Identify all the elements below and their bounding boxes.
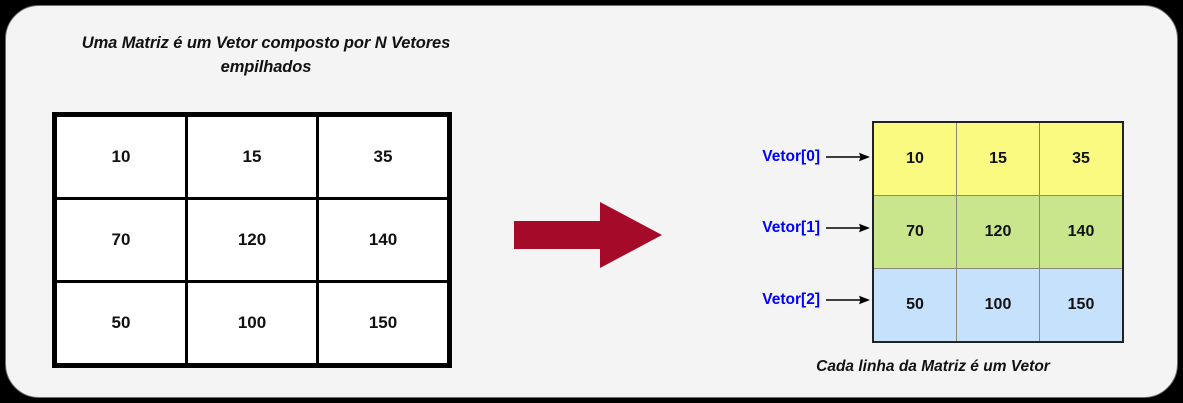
long-right-arrow-icon bbox=[826, 224, 870, 233]
matrix-cell: 140 bbox=[316, 197, 451, 283]
table-row: 70 120 140 bbox=[53, 197, 451, 283]
vector-cell: 15 bbox=[956, 121, 1040, 196]
table-row: 10 15 35 bbox=[53, 113, 451, 200]
vector-cell: 70 bbox=[872, 195, 957, 269]
long-right-arrow-icon bbox=[826, 295, 870, 305]
vector-label-1: Vetor[1] bbox=[762, 219, 820, 237]
vector-label-row: Vetor[1] bbox=[748, 193, 870, 265]
figure-caption: Cada linha da Matriz é um Vetor bbox=[816, 358, 1050, 375]
table-row: 10 15 35 bbox=[872, 121, 1124, 196]
vector-label-0: Vetor[0] bbox=[762, 147, 820, 165]
matrix-cell: 10 bbox=[53, 113, 188, 200]
matrix-cell: 35 bbox=[316, 113, 451, 200]
vector-cell: 140 bbox=[1039, 195, 1124, 269]
vector-label-column: Vetor[0] Vetor[1] Vetor[2] bbox=[748, 121, 870, 336]
vector-cell: 150 bbox=[1039, 268, 1124, 343]
vector-label-2: Vetor[2] bbox=[762, 290, 820, 308]
vector-cell: 100 bbox=[956, 268, 1040, 343]
vector-table: 10 15 35 70 120 140 50 100 150 bbox=[872, 121, 1124, 343]
matrix-cell: 50 bbox=[53, 280, 188, 367]
matrix-cell: 70 bbox=[53, 197, 188, 283]
matrix-cell: 150 bbox=[316, 280, 451, 367]
matrix-cell: 15 bbox=[185, 113, 319, 200]
right-arrow-icon bbox=[514, 202, 662, 268]
table-row: 50 100 150 bbox=[53, 280, 451, 367]
vector-cell: 35 bbox=[1039, 121, 1124, 196]
vector-cell: 120 bbox=[956, 195, 1040, 269]
long-right-arrow-icon bbox=[826, 152, 870, 162]
matrix-cell: 120 bbox=[185, 197, 319, 283]
matrix-table: 10 15 35 70 120 140 50 100 150 bbox=[52, 112, 452, 368]
matrix-cell: 100 bbox=[185, 280, 319, 367]
table-row: 70 120 140 bbox=[872, 195, 1124, 269]
vector-label-row: Vetor[0] bbox=[748, 121, 870, 193]
figure-title: Uma Matriz é um Vetor composto por N Vet… bbox=[81, 34, 451, 76]
vector-cell: 50 bbox=[872, 268, 957, 343]
table-row: 50 100 150 bbox=[872, 268, 1124, 343]
diagram-panel: Uma Matriz é um Vetor composto por N Vet… bbox=[5, 5, 1178, 398]
vector-label-row: Vetor[2] bbox=[748, 264, 870, 336]
vector-cell: 10 bbox=[872, 121, 957, 196]
